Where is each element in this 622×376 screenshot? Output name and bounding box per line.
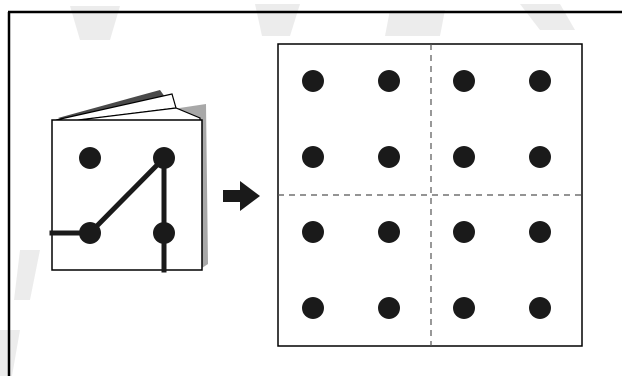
unfolded-hole: [453, 297, 475, 319]
folded-hole: [79, 222, 101, 244]
folded-page-shadow: [58, 90, 170, 120]
unfolded-hole: [529, 221, 551, 243]
unfolded-hole: [529, 146, 551, 168]
unfolded-hole: [453, 146, 475, 168]
outer-frame: [7, 10, 622, 376]
unfolded-hole: [453, 70, 475, 92]
unfolded-hole: [302, 146, 324, 168]
cut-segment: [86, 154, 168, 237]
unfolded-hole: [529, 297, 551, 319]
right-arrow-icon: [223, 181, 260, 211]
unfolded-hole: [378, 297, 400, 319]
watermark-mark: [70, 6, 120, 40]
unfolded-hole: [378, 146, 400, 168]
watermark-mark: [255, 4, 300, 36]
folded-hole: [79, 147, 101, 169]
unfolded-hole: [378, 221, 400, 243]
folded-holes: [79, 147, 175, 244]
unfolded-holes: [302, 70, 551, 319]
unfolded-hole: [378, 70, 400, 92]
folded-paper: [49, 90, 208, 273]
unfolded-hole: [302, 297, 324, 319]
unfolded-hole: [302, 221, 324, 243]
folded-hole: [153, 222, 175, 244]
folded-hole: [153, 147, 175, 169]
unfolded-hole: [302, 70, 324, 92]
unfolded-hole: [453, 221, 475, 243]
watermark-mark: [14, 250, 40, 300]
unfolded-hole: [529, 70, 551, 92]
watermark-mark: [385, 10, 445, 36]
watermark-mark: [520, 4, 575, 30]
unfolded-paper: [277, 43, 583, 347]
